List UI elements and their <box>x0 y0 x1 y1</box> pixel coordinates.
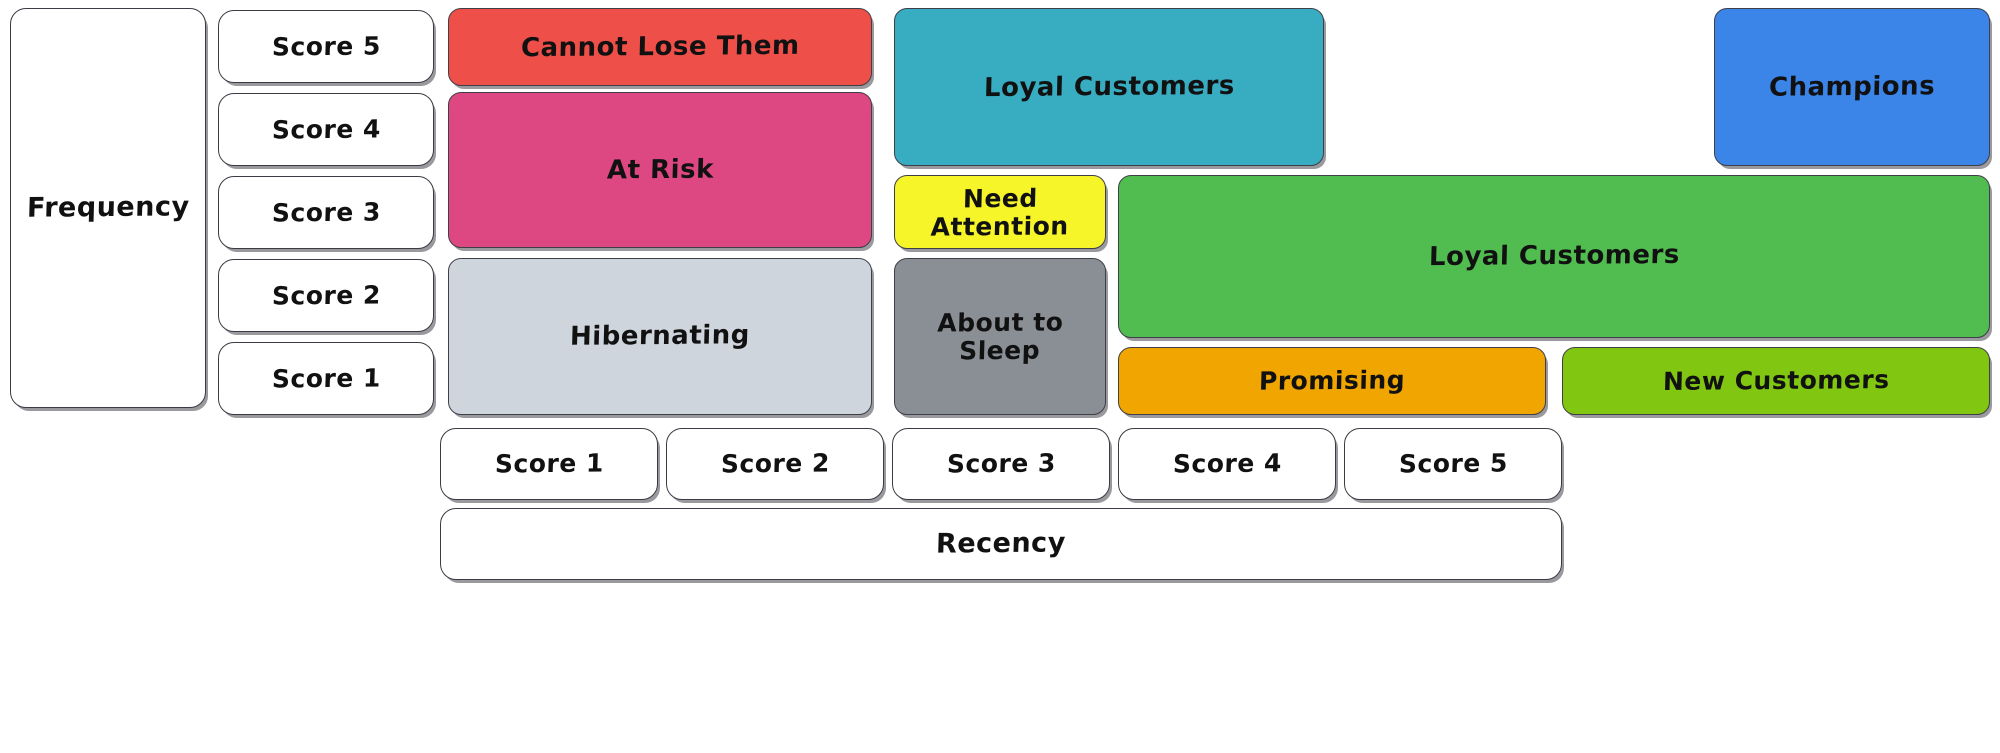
frequency-score-5[interactable]: Score 5 <box>218 10 434 83</box>
segment-promising[interactable]: Promising <box>1118 347 1546 415</box>
segment-loyal-customers-green-label: Loyal Customers <box>1428 240 1680 273</box>
recency-score-3[interactable]: Score 3 <box>892 428 1110 500</box>
segment-need-attention[interactable]: Need Attention <box>894 175 1106 249</box>
recency-score-2-label: Score 2 <box>720 448 830 479</box>
segment-new-customers[interactable]: New Customers <box>1562 347 1990 415</box>
recency-score-1[interactable]: Score 1 <box>440 428 658 500</box>
frequency-score-3[interactable]: Score 3 <box>218 176 434 249</box>
frequency-score-1[interactable]: Score 1 <box>218 342 434 415</box>
segment-loyal-customers-green[interactable]: Loyal Customers <box>1118 175 1990 338</box>
recency-score-4[interactable]: Score 4 <box>1118 428 1336 500</box>
segment-champions[interactable]: Champions <box>1714 8 1990 166</box>
frequency-score-1-label: Score 1 <box>271 363 381 394</box>
recency-score-3-label: Score 3 <box>946 448 1056 479</box>
frequency-axis-label-text: Frequency <box>26 191 190 224</box>
segment-new-customers-label: New Customers <box>1662 365 1890 397</box>
segment-loyal-customers-teal-label: Loyal Customers <box>983 70 1235 103</box>
recency-score-4-label: Score 4 <box>1172 448 1282 479</box>
segment-need-attention-label: Need Attention <box>930 183 1070 241</box>
frequency-score-4[interactable]: Score 4 <box>218 93 434 166</box>
segment-at-risk-label: At Risk <box>606 154 714 186</box>
segment-about-to-sleep[interactable]: About to Sleep <box>894 258 1106 415</box>
recency-axis-label: Recency <box>440 508 1562 580</box>
recency-score-5[interactable]: Score 5 <box>1344 428 1562 500</box>
recency-score-2[interactable]: Score 2 <box>666 428 884 500</box>
frequency-score-2-label: Score 2 <box>271 280 381 311</box>
frequency-score-2[interactable]: Score 2 <box>218 259 434 332</box>
recency-score-5-label: Score 5 <box>1398 448 1508 479</box>
segment-hibernating-label: Hibernating <box>569 320 751 352</box>
segment-champions-label: Champions <box>1768 70 1936 103</box>
recency-axis-label-text: Recency <box>935 527 1067 560</box>
frequency-axis-label: Frequency <box>10 8 206 408</box>
recency-score-1-label: Score 1 <box>494 448 604 479</box>
segment-promising-label: Promising <box>1258 365 1406 396</box>
segment-loyal-customers-teal[interactable]: Loyal Customers <box>894 8 1324 166</box>
segment-at-risk[interactable]: At Risk <box>448 92 872 248</box>
segment-about-to-sleep-label: About to Sleep <box>936 307 1064 365</box>
frequency-score-3-label: Score 3 <box>271 197 381 228</box>
segment-hibernating[interactable]: Hibernating <box>448 258 872 415</box>
segment-cannot-lose-them[interactable]: Cannot Lose Them <box>448 8 872 86</box>
frequency-score-5-label: Score 5 <box>271 31 381 62</box>
segment-cannot-lose-them-label: Cannot Lose Them <box>520 30 800 63</box>
frequency-score-4-label: Score 4 <box>271 114 381 145</box>
